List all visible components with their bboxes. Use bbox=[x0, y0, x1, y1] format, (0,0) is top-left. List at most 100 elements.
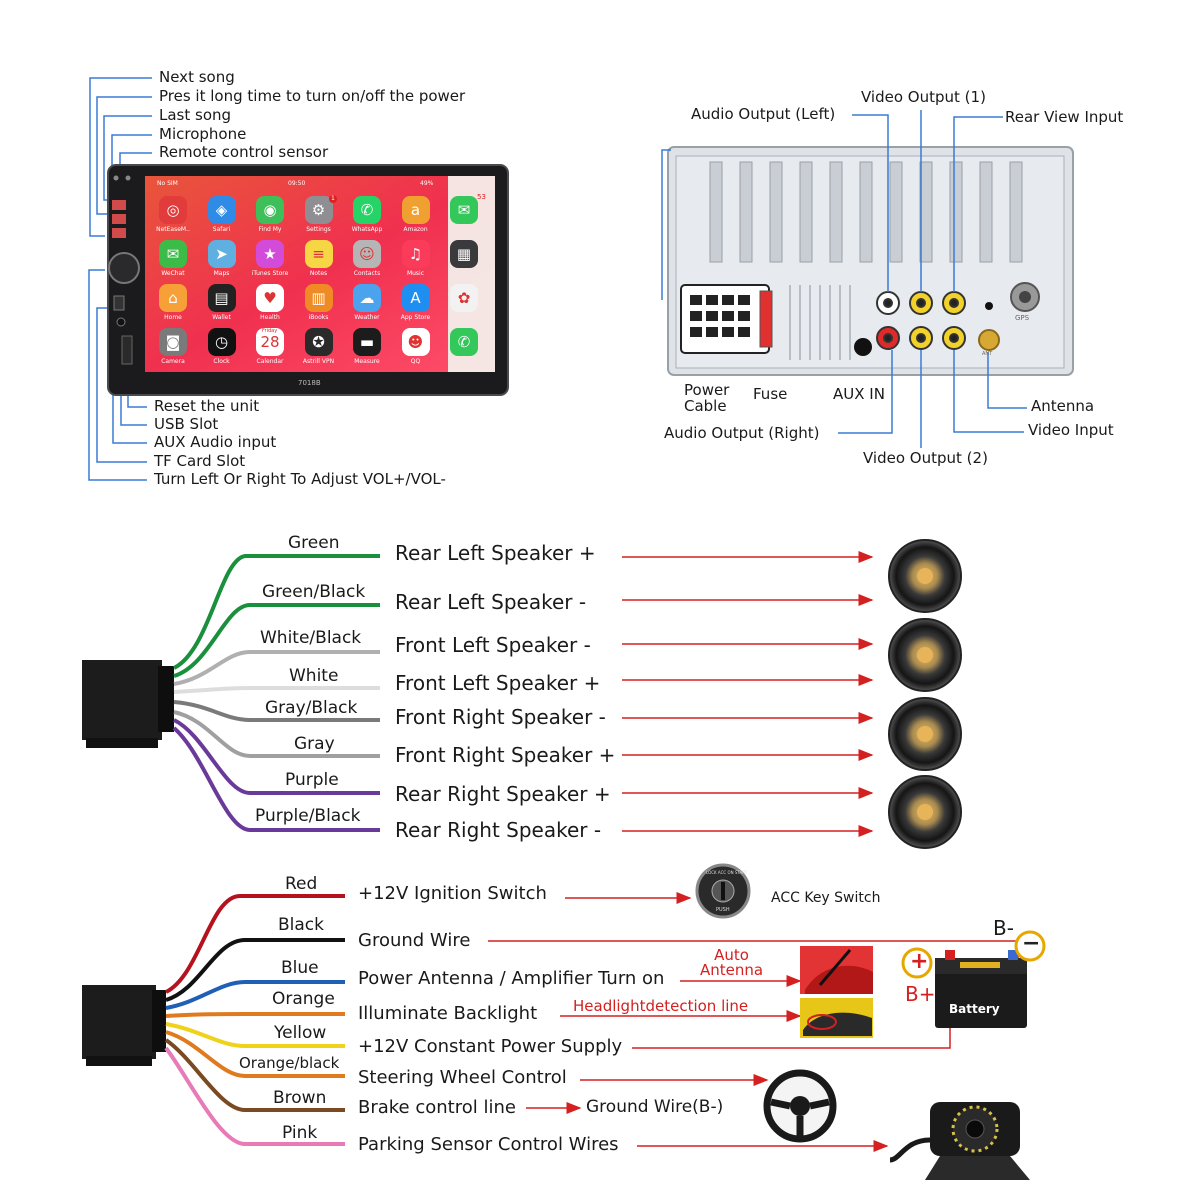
app-name: App Store bbox=[400, 314, 431, 321]
callout-remote-sensor: Remote control sensor bbox=[159, 143, 329, 161]
rear-panel-callout-lines bbox=[661, 110, 1027, 448]
app-icon[interactable]: ★ bbox=[256, 240, 284, 268]
power-function-label: Power Antenna / Amplifier Turn on bbox=[358, 968, 665, 989]
app-name: Home bbox=[164, 314, 182, 321]
calendar-day: Friday bbox=[262, 328, 278, 334]
label-gps: GPS bbox=[1015, 314, 1030, 322]
app-icon[interactable]: ◙ bbox=[159, 328, 187, 356]
label-power-cable: Power Cable bbox=[684, 381, 730, 415]
antenna-jack bbox=[978, 329, 1000, 351]
app-icon[interactable]: ✉ bbox=[450, 196, 478, 224]
app-name: NetEaseM.. bbox=[156, 226, 190, 233]
label-acc-key-switch: ACC Key Switch bbox=[771, 890, 881, 906]
app-icon[interactable]: ▦ bbox=[450, 240, 478, 268]
app-icon[interactable]: ⚙ bbox=[304, 196, 333, 224]
b-plus-marker bbox=[901, 947, 933, 979]
app-icon[interactable]: ◉ bbox=[256, 196, 284, 224]
app-icon[interactable]: 28 bbox=[256, 328, 284, 356]
label-antenna: Antenna bbox=[1031, 397, 1095, 415]
speaker-wire-color: White/Black bbox=[260, 628, 362, 648]
app-icon[interactable]: ⌂ bbox=[159, 284, 187, 312]
tf-card-slot[interactable] bbox=[121, 335, 133, 365]
app-name: iTunes Store bbox=[251, 270, 289, 277]
speaker-function-label: Rear Left Speaker + bbox=[395, 541, 596, 565]
aux-in-jack bbox=[854, 338, 872, 356]
app-icon[interactable]: ♫ bbox=[401, 240, 430, 268]
app-name: iBooks bbox=[308, 314, 329, 321]
settings-badge: 1 bbox=[329, 195, 337, 203]
power-function-label: Brake control line bbox=[358, 1097, 516, 1118]
app-name: Camera bbox=[161, 358, 185, 365]
app-icon[interactable]: ✪ bbox=[304, 328, 333, 356]
label-auto-antenna: Auto Antenna bbox=[700, 946, 764, 979]
app-icon[interactable]: A bbox=[401, 284, 430, 312]
app-name: Find My bbox=[258, 226, 282, 233]
speaker-wire-color: Green bbox=[288, 533, 340, 553]
app-icon[interactable]: a bbox=[401, 196, 430, 224]
app-icon[interactable]: ☺ bbox=[353, 240, 381, 268]
label-b-plus: B+ bbox=[905, 982, 936, 1006]
app-icon[interactable]: ▤ bbox=[207, 284, 236, 312]
app-icon[interactable]: ☻ bbox=[401, 328, 430, 356]
callout-volume: Turn Left Or Right To Adjust VOL+/VOL- bbox=[154, 470, 446, 488]
power-wires bbox=[164, 894, 345, 1146]
app-icon[interactable]: ◎ bbox=[159, 196, 187, 224]
speaker-function-label: Front Right Speaker - bbox=[395, 705, 606, 729]
app-icon[interactable]: ➤ bbox=[207, 240, 236, 268]
app-icon[interactable]: ▥ bbox=[304, 284, 333, 312]
label-rear-view: Rear View Input bbox=[1005, 108, 1124, 126]
app-icon[interactable]: ▬ bbox=[353, 328, 381, 356]
status-time: 09:50 bbox=[288, 180, 306, 187]
callout-microphone: Microphone bbox=[159, 125, 247, 143]
app-icon[interactable]: ✉ bbox=[159, 240, 187, 268]
headlight-image bbox=[800, 998, 873, 1038]
aux-jack[interactable] bbox=[116, 317, 126, 327]
usb-slot[interactable] bbox=[113, 295, 125, 311]
plus-sign: + bbox=[910, 949, 929, 974]
callout-reset: Reset the unit bbox=[154, 397, 260, 415]
app-name: WeChat bbox=[161, 270, 185, 277]
power-wire-color: Pink bbox=[282, 1123, 318, 1143]
label-audio-left: Audio Output (Left) bbox=[691, 105, 836, 123]
power-wire-color: Orange/black bbox=[239, 1054, 340, 1072]
speaker-function-label: Rear Left Speaker - bbox=[395, 590, 587, 614]
app-icon[interactable]: ≡ bbox=[304, 240, 333, 268]
speaker-wires bbox=[172, 554, 380, 832]
speaker-front-right bbox=[888, 697, 962, 771]
button-last-song[interactable] bbox=[112, 228, 126, 238]
app-icon[interactable]: ✆ bbox=[353, 196, 381, 224]
label-fuse: Fuse bbox=[753, 385, 788, 403]
volume-knob[interactable] bbox=[108, 252, 140, 284]
power-function-label: Steering Wheel Control bbox=[358, 1067, 567, 1088]
app-icon[interactable]: ☁ bbox=[353, 284, 381, 312]
acc-key-switch bbox=[695, 863, 751, 919]
speaker-wire-color: Purple bbox=[285, 770, 339, 790]
label-headlight: Headlightdetection line bbox=[573, 997, 749, 1015]
label-acc-ring: LOCK ACC ON START bbox=[706, 870, 748, 875]
app-icon[interactable]: ✆ bbox=[450, 328, 478, 356]
speaker-function-label: Rear Right Speaker - bbox=[395, 818, 602, 842]
rear-panel bbox=[667, 146, 1074, 376]
app-icon[interactable]: ◈ bbox=[207, 196, 236, 224]
app-icon[interactable]: ♥ bbox=[256, 284, 284, 312]
app-name: Measure bbox=[354, 358, 380, 365]
speaker-wire-color: Gray/Black bbox=[265, 698, 358, 718]
app-name: Settings bbox=[306, 226, 331, 233]
messages-badge: 53 bbox=[477, 193, 486, 201]
rear-camera bbox=[889, 1102, 1030, 1180]
speaker-function-label: Front Left Speaker - bbox=[395, 633, 591, 657]
button-power[interactable] bbox=[112, 214, 126, 224]
status-battery: 49% bbox=[420, 180, 434, 187]
app-name: QQ bbox=[410, 358, 421, 365]
app-icon[interactable]: ✿ bbox=[450, 284, 478, 312]
power-wire-color: Red bbox=[285, 874, 318, 894]
power-wire-color: Brown bbox=[273, 1088, 327, 1108]
speaker-front-left bbox=[888, 618, 962, 692]
app-name: Weather bbox=[354, 314, 380, 321]
app-icon[interactable]: ◷ bbox=[207, 328, 236, 356]
power-function-label: Parking Sensor Control Wires bbox=[358, 1134, 619, 1155]
speaker-harness bbox=[82, 660, 174, 748]
button-next-song[interactable] bbox=[112, 200, 126, 210]
app-name: Calendar bbox=[256, 358, 284, 365]
